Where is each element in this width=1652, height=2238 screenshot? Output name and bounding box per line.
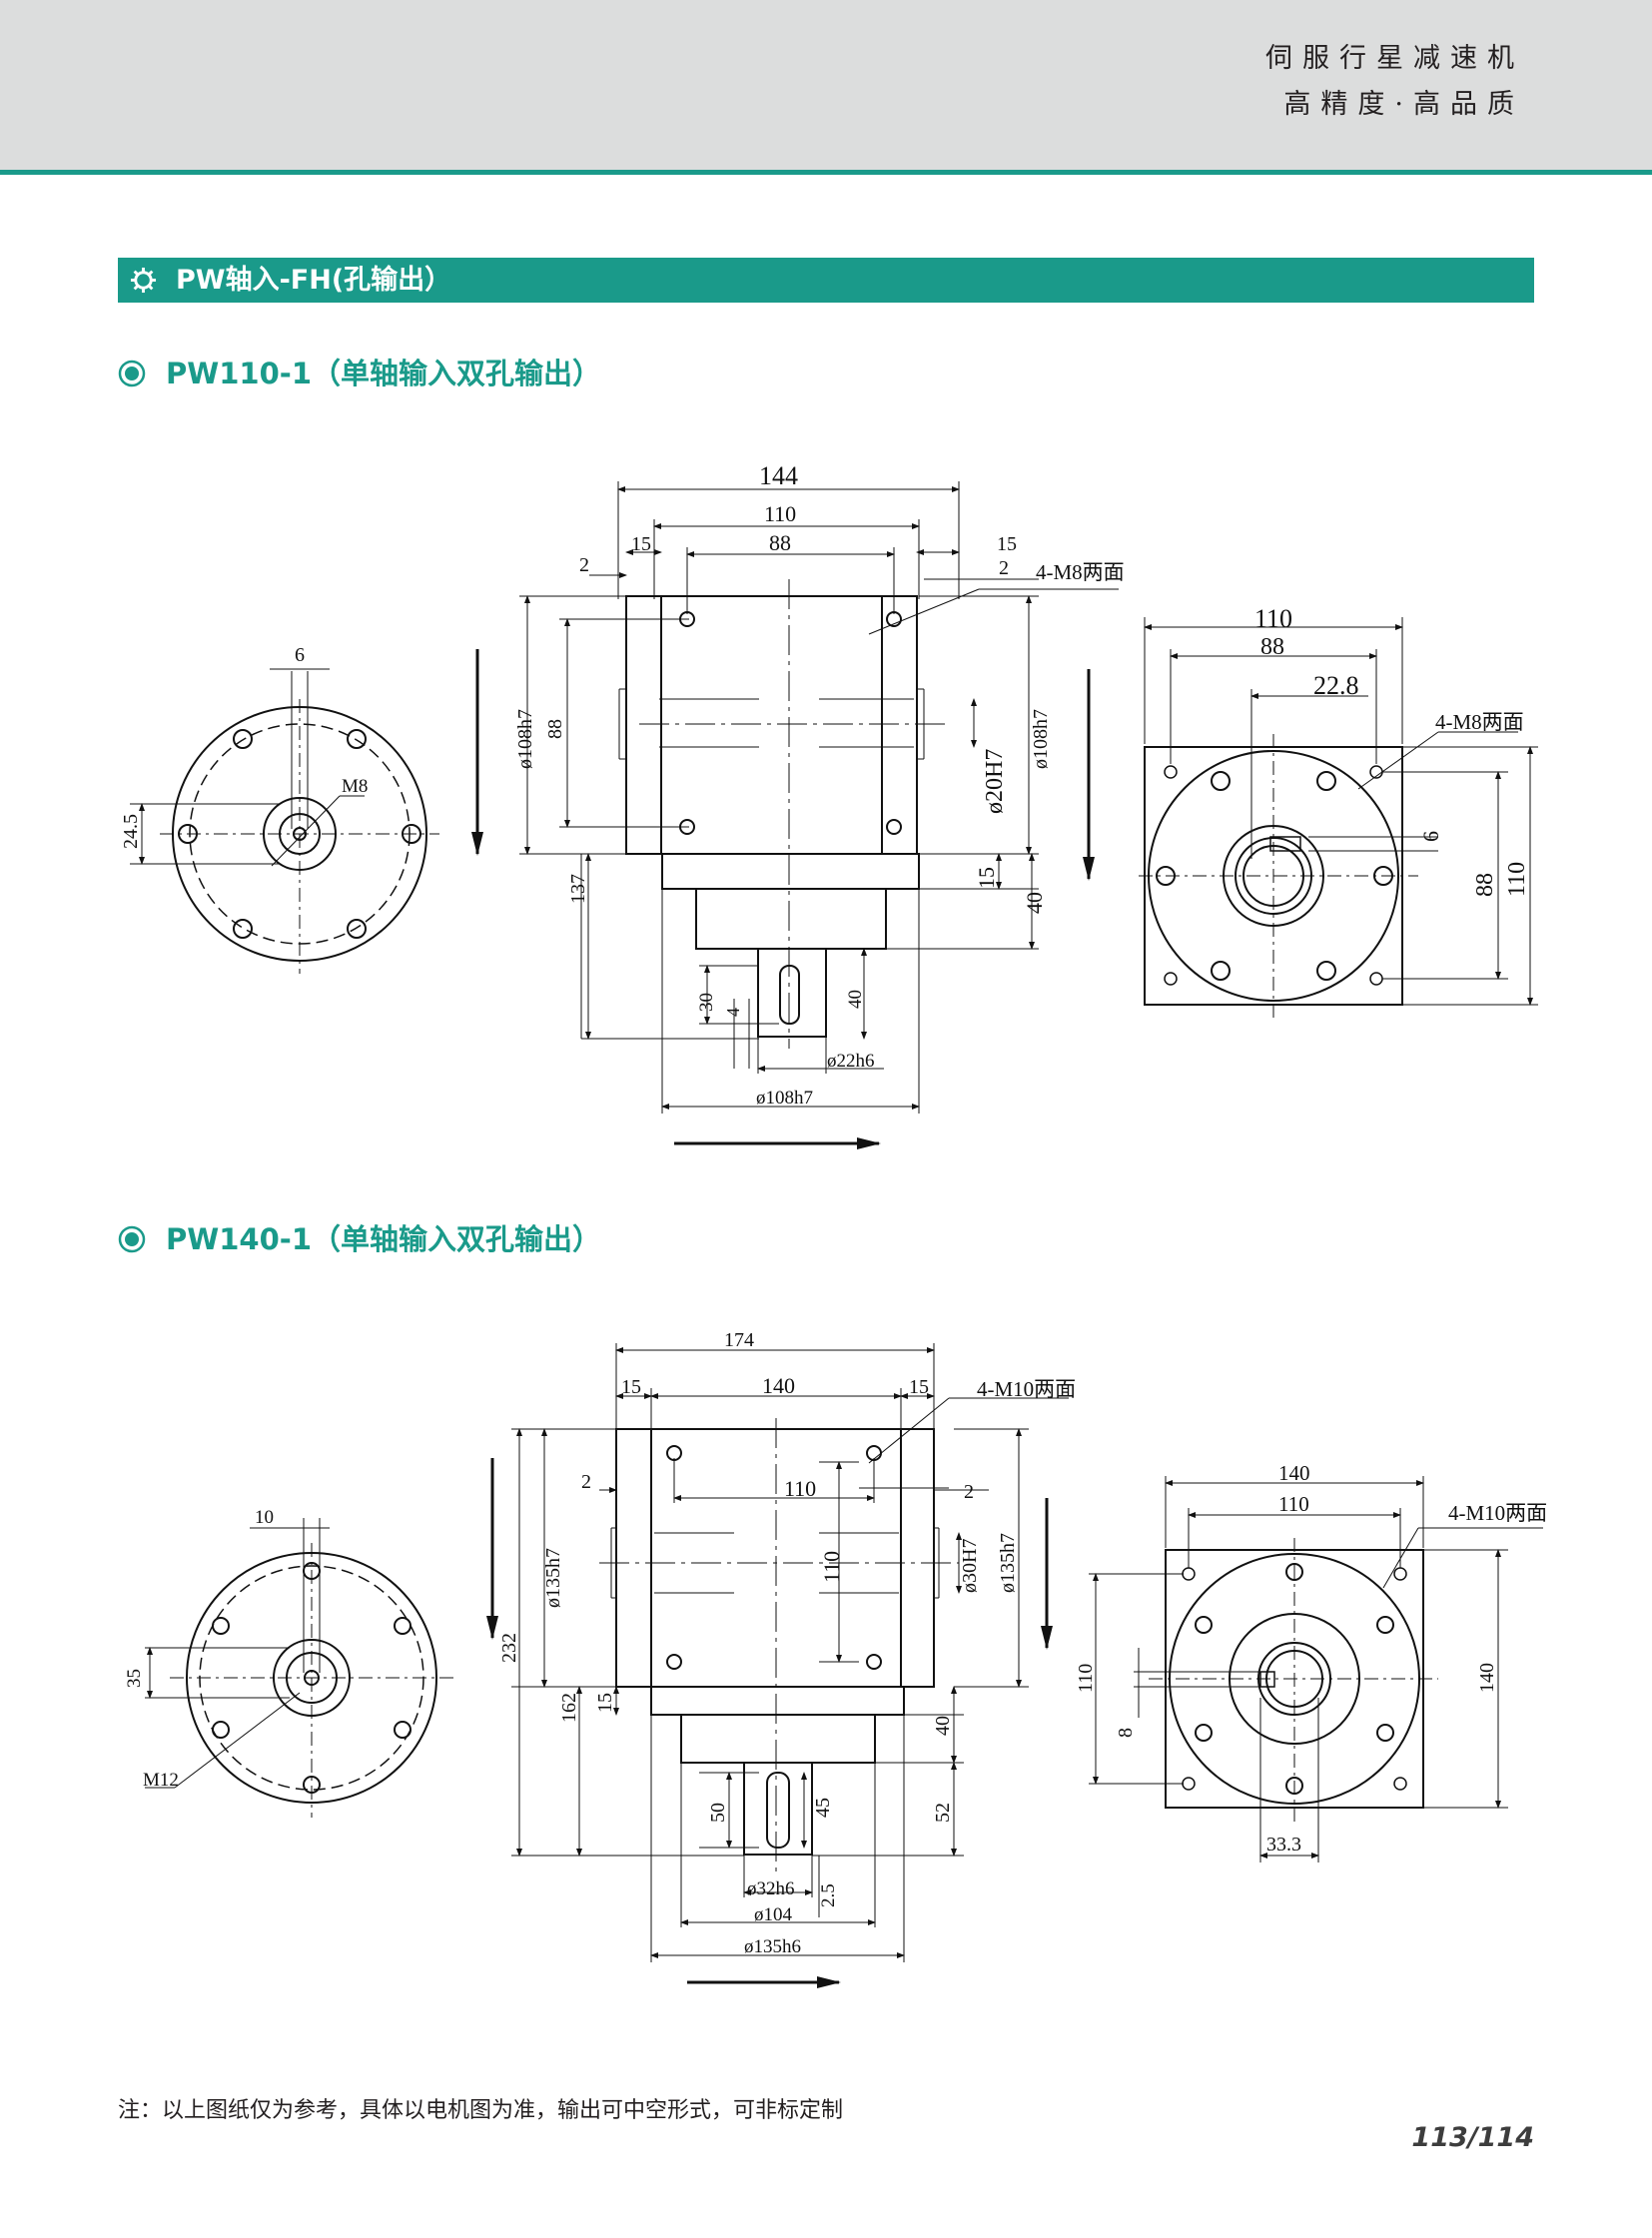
dim-label: 52: [932, 1803, 954, 1823]
page-number: 113/114: [1411, 2122, 1534, 2153]
dim-label: 110: [1504, 862, 1530, 897]
dim-label: 140: [1278, 1461, 1310, 1485]
brand-line-2: 高精度·高品质: [1283, 89, 1524, 120]
footnote: 注：以上图纸仅为参考，具体以电机图为准，输出可中空形式，可非标定制: [118, 2098, 844, 2123]
dim-label: 137: [567, 874, 589, 904]
pw110-left-view: [130, 668, 439, 974]
dim-label: 2: [581, 1471, 591, 1493]
dim-label: 2.5: [818, 1883, 839, 1907]
dim-label: 24.5: [120, 814, 142, 849]
dim-label: 2: [964, 1481, 974, 1503]
header-divider: [0, 170, 1652, 175]
dim-label: 40: [845, 990, 866, 1009]
dim-label: 88: [769, 530, 791, 555]
brand-slogan: 伺服行星减速机 高精度·高品质: [1265, 36, 1524, 128]
dim-label: 174: [724, 1329, 754, 1351]
gear-icon: [130, 267, 157, 294]
bullet-circle-icon: [118, 1225, 146, 1253]
dim-label: 4-M10两面: [1448, 1501, 1547, 1525]
dim-label: ø32h6: [747, 1878, 795, 1899]
dim-label: 22.8: [1313, 671, 1359, 700]
dim-label: ø135h6: [744, 1936, 801, 1957]
page-header: 伺服行星减速机 高精度·高品质: [0, 0, 1652, 170]
model-title: PW110-1（单轴输入双孔输出）: [166, 357, 601, 390]
pw140-left-view: [145, 1518, 454, 1818]
dim-label: 4-M10两面: [977, 1377, 1076, 1401]
dim-label: ø135h7: [542, 1548, 564, 1608]
dim-label: 88: [1260, 634, 1284, 660]
pw140-right-view: [1089, 1476, 1543, 1863]
dim-label: 30: [696, 993, 717, 1012]
dim-label: 8: [1115, 1728, 1137, 1738]
dim-label: 40: [1022, 892, 1047, 914]
dim-label: 4-M8两面: [1036, 560, 1125, 584]
dim-label: 4-M8两面: [1435, 710, 1524, 734]
dim-label: 15: [997, 533, 1017, 555]
dim-label: 88: [1472, 873, 1498, 897]
section-title: PW轴入-FH(孔输出）: [176, 265, 452, 296]
dim-label: 15: [909, 1376, 929, 1398]
dim-label: 10: [255, 1507, 274, 1528]
dim-label: 2: [579, 554, 589, 576]
bullet-circle-icon: [118, 360, 146, 387]
dim-label: 4: [723, 1008, 743, 1017]
dim-label: ø108h7: [756, 1088, 813, 1109]
dim-label: 2: [999, 557, 1009, 579]
dim-label: 45: [812, 1798, 834, 1818]
pw110-right-view: [1139, 617, 1538, 1019]
dim-label: 110: [1075, 1664, 1097, 1693]
dim-label: ø22h6: [827, 1051, 875, 1072]
dim-label: 162: [558, 1693, 580, 1723]
dim-label: 15: [631, 533, 651, 555]
dim-label: 33.3: [1266, 1834, 1301, 1856]
dim-label: ø104: [754, 1904, 793, 1925]
dim-label: 15: [594, 1693, 616, 1713]
dim-label: 88: [544, 719, 566, 739]
dim-label: ø108h7: [1030, 709, 1052, 769]
dim-label: M12: [143, 1770, 179, 1791]
dim-label: 40: [932, 1716, 954, 1736]
dim-label: ø108h7: [514, 709, 536, 769]
dim-label: 110: [1278, 1492, 1309, 1516]
pw140-front-view: [486, 1343, 1069, 1988]
brand-line-1: 伺服行星减速机: [1265, 43, 1524, 74]
model-title: PW140-1（单轴输入双孔输出）: [166, 1222, 601, 1256]
dim-label: 6: [295, 644, 305, 666]
dim-label: M8: [342, 776, 368, 797]
dim-label: 35: [124, 1669, 145, 1688]
dim-label: 110: [784, 1476, 816, 1501]
dim-label: 50: [707, 1803, 729, 1823]
dim-label: 15: [974, 867, 999, 889]
dim-label: 140: [762, 1373, 795, 1398]
dim-label: 110: [764, 501, 796, 526]
section-title-bar: PW轴入-FH(孔输出）: [118, 258, 1534, 303]
dim-label: ø20H7: [982, 749, 1008, 814]
dim-label: 15: [621, 1376, 641, 1398]
dim-label: 6: [1418, 831, 1443, 842]
dim-label: 232: [498, 1633, 520, 1663]
dim-label: 140: [1476, 1663, 1498, 1693]
dim-label: ø135h7: [997, 1533, 1019, 1593]
pw110-front-view: [471, 481, 1119, 1149]
dim-label: 144: [759, 461, 798, 490]
dim-label: 110: [819, 1551, 844, 1583]
dim-label: 110: [1254, 604, 1292, 633]
dim-label: ø30H7: [959, 1539, 981, 1593]
